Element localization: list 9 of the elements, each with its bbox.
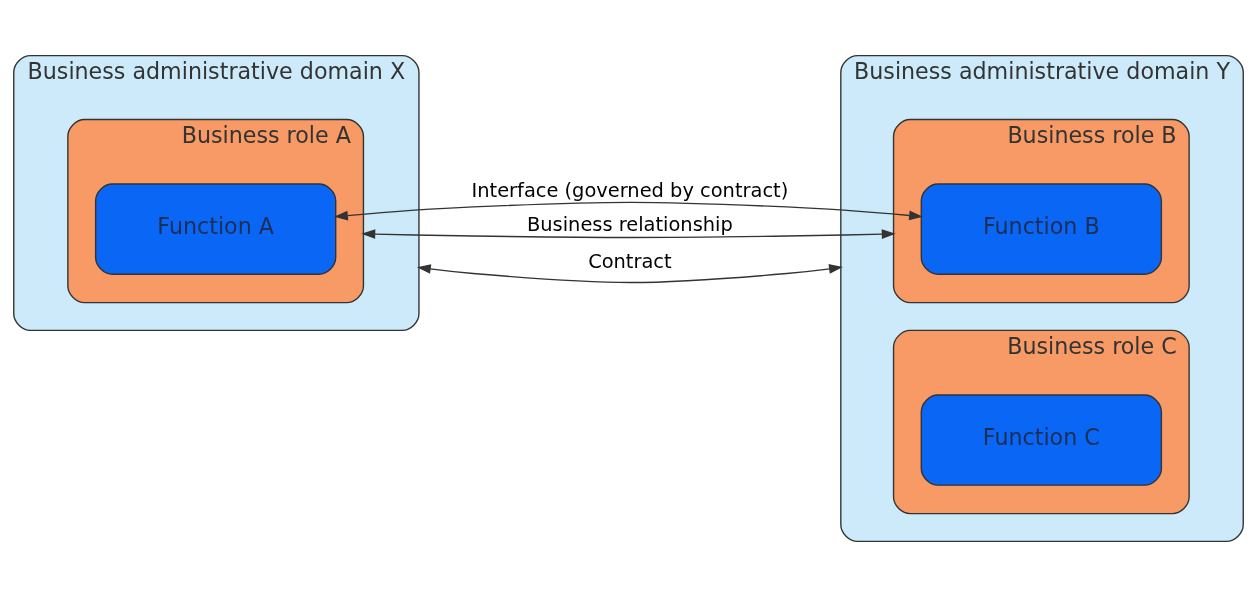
- node-box: Function C: [920, 393, 1163, 486]
- edge-label: Business relationship: [526, 212, 733, 236]
- edge-label: Interface (governed by contract): [471, 178, 789, 202]
- node-box: Function B: [920, 182, 1163, 275]
- arrow: [334, 201, 923, 220]
- arrow: [361, 228, 896, 239]
- arrow: [416, 263, 843, 283]
- node-box: Function A: [94, 182, 337, 275]
- edge-label: Contract: [588, 249, 672, 273]
